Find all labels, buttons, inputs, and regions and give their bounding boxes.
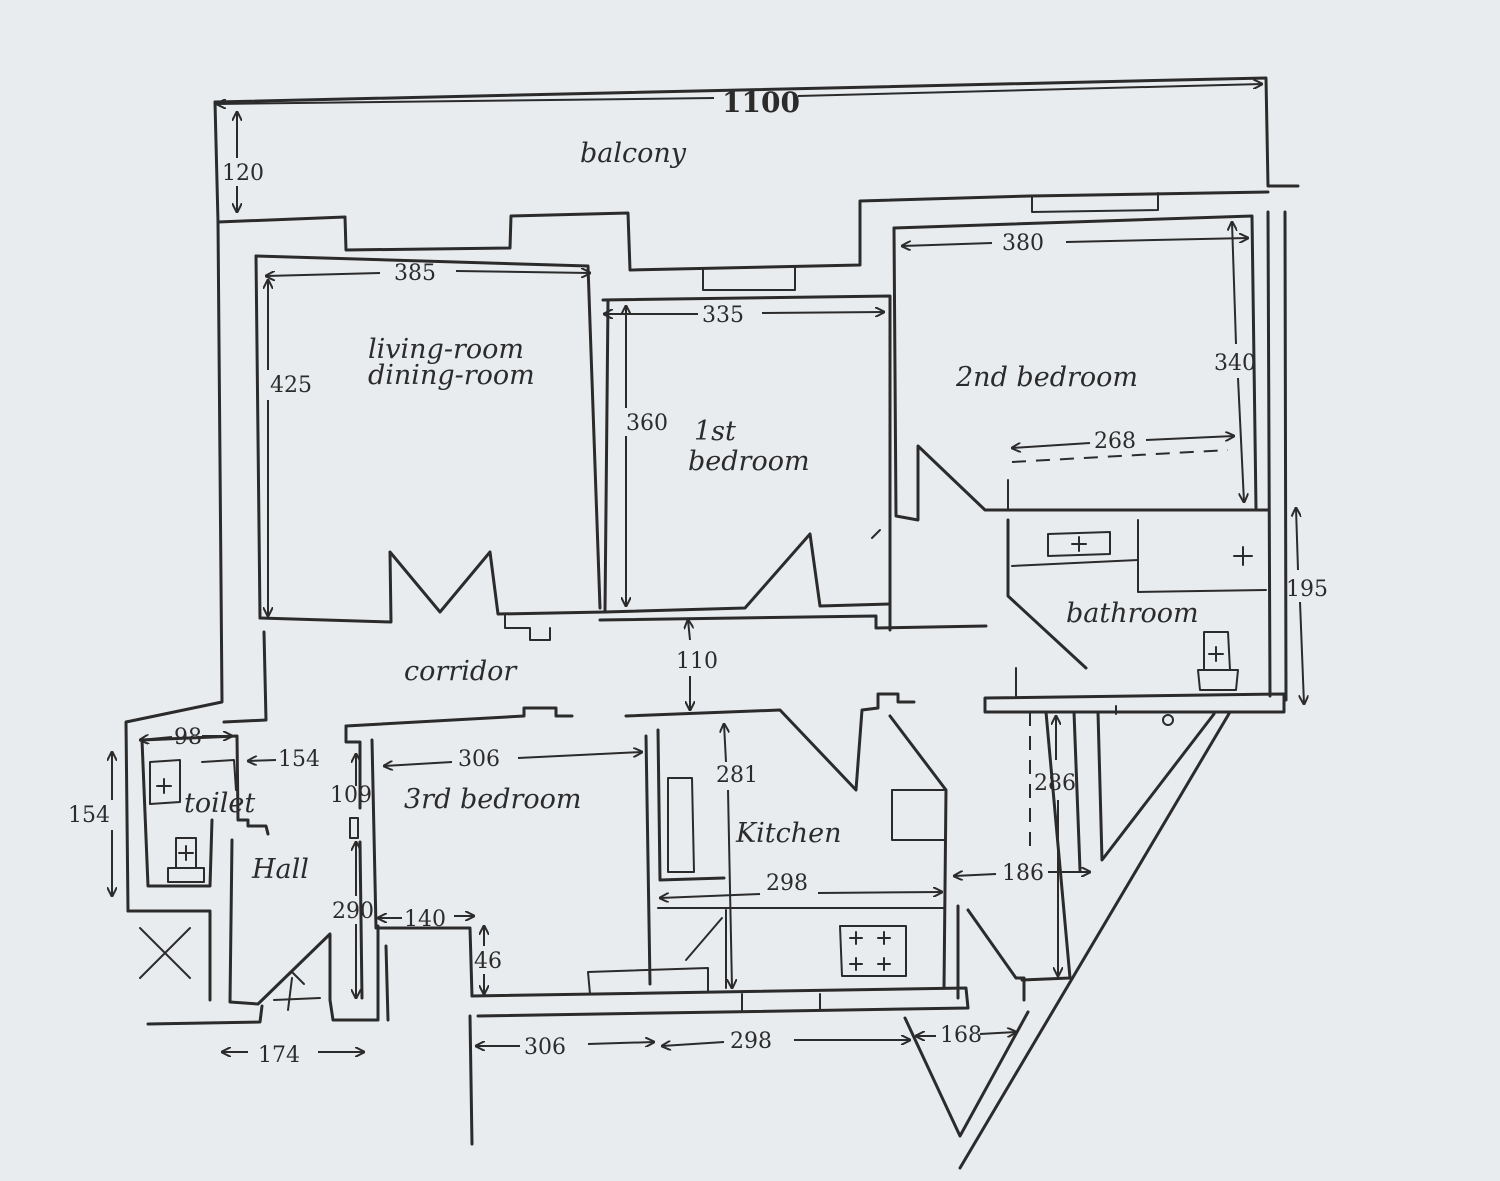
dimension-lines bbox=[112, 84, 1304, 1052]
dim-toilet-width: 98 bbox=[174, 725, 202, 750]
kitchen-label: Kitchen bbox=[735, 818, 842, 849]
dim-bedroom2-depth: 340 bbox=[1214, 351, 1256, 376]
bedroom2-label: 2nd bedroom bbox=[955, 362, 1138, 393]
toilet-walls bbox=[126, 734, 270, 1002]
dim-bedroom2-inner: 268 bbox=[1094, 429, 1136, 454]
dim-kitchen-width: 298 bbox=[766, 871, 808, 896]
north-facade-wall bbox=[216, 190, 1270, 291]
dim-stair-depth: 286 bbox=[1034, 771, 1076, 796]
corridor-walls bbox=[222, 613, 988, 792]
dim-bottom-bedroom3: 306 bbox=[524, 1035, 566, 1060]
dim-kitchen-depth: 281 bbox=[716, 763, 758, 788]
dim-bedroom3-step-depth: 46 bbox=[474, 949, 502, 974]
dim-hall-side: 109 bbox=[330, 783, 372, 808]
bedroom2-walls bbox=[892, 210, 1288, 702]
dim-living-depth: 425 bbox=[270, 373, 312, 398]
west-wall bbox=[124, 220, 262, 913]
living-room-label: living-room bbox=[368, 334, 524, 365]
bedroom3-walls bbox=[370, 738, 970, 1146]
balcony-outline bbox=[213, 76, 1300, 224]
toilet-label: toilet bbox=[184, 788, 255, 819]
bathroom-label: bathroom bbox=[1066, 598, 1199, 629]
dim-bottom-kitchen: 298 bbox=[730, 1029, 772, 1054]
dim-bedroom3-step: 140 bbox=[404, 907, 446, 932]
balcony-label: balcony bbox=[580, 138, 687, 169]
bedroom3-label: 3rd bedroom bbox=[404, 784, 582, 815]
living-room-walls bbox=[254, 254, 607, 624]
hall-label: Hall bbox=[251, 854, 309, 885]
dining-room-label: dining-room bbox=[368, 360, 535, 391]
dim-bedroom1-width: 335 bbox=[702, 303, 744, 328]
hall-walls bbox=[146, 724, 380, 1026]
stair-walls bbox=[903, 705, 1232, 1170]
dim-toilet-depth: 154 bbox=[68, 803, 110, 828]
dim-hall-depth: 290 bbox=[332, 899, 374, 924]
dim-bottom-entry: 168 bbox=[940, 1023, 982, 1048]
bedroom1-walls bbox=[601, 294, 892, 632]
dim-stair-width: 186 bbox=[1002, 861, 1044, 886]
dim-hall-top: 154 bbox=[278, 747, 320, 772]
bedroom1-label-line2: bedroom bbox=[688, 446, 810, 477]
dim-total-width: 1100 bbox=[722, 86, 800, 119]
kitchen-walls bbox=[587, 714, 948, 1013]
dim-living-width: 385 bbox=[394, 261, 436, 286]
dim-bedroom1-depth: 360 bbox=[626, 411, 668, 436]
dim-bedroom2-width: 380 bbox=[1002, 231, 1044, 256]
dim-corridor-width: 110 bbox=[676, 649, 718, 674]
dim-bedroom3-width: 306 bbox=[458, 747, 500, 772]
dim-balcony-depth: 120 bbox=[222, 161, 264, 186]
bedroom1-label-line1: 1st bbox=[694, 416, 736, 447]
dim-hall-width: 174 bbox=[258, 1043, 300, 1068]
dim-bathroom-depth: 195 bbox=[1286, 577, 1328, 602]
bathroom-walls bbox=[983, 518, 1286, 714]
corridor-label: corridor bbox=[404, 656, 518, 687]
